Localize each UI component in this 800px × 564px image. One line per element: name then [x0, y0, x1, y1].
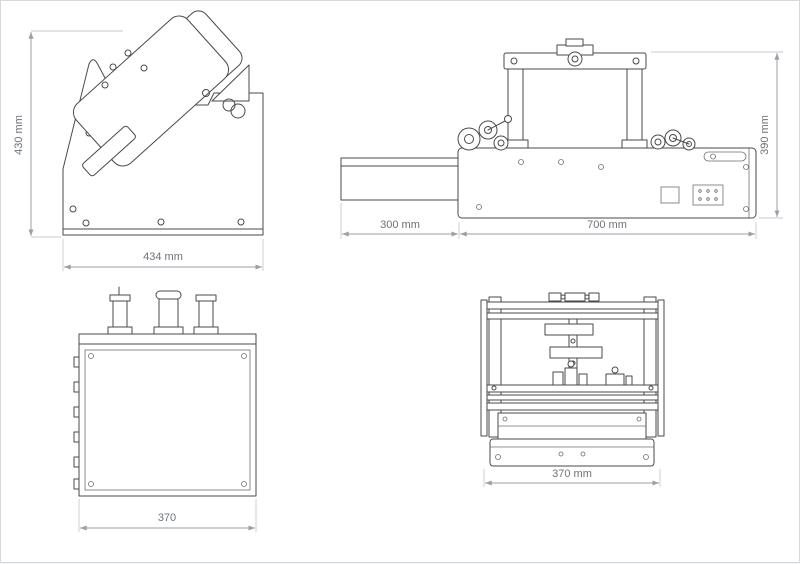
profile-view: 300 mm 700 mm 390 mm — [340, 38, 783, 239]
rear-column-right-outer — [657, 299, 665, 437]
side-height-dimension-label: 430 mm — [13, 115, 25, 155]
profile-column-left — [507, 66, 524, 149]
side-view: 430 mm 434 mm — [13, 10, 264, 271]
rear-top-bar — [486, 301, 659, 310]
profile-column-right — [626, 66, 643, 149]
rear-width-dimension-label: 370 mm — [552, 468, 592, 480]
profile-base-plate — [457, 147, 757, 219]
profile-left-dimension-label: 300 mm — [380, 219, 420, 231]
side-support-bracket — [211, 64, 250, 102]
rear-view: 370 mm — [480, 292, 665, 487]
rear-mid-rail-1 — [486, 384, 659, 393]
rear-bottom-tray — [489, 438, 655, 467]
front-width-dimension-label: 370 — [158, 512, 176, 524]
profile-height-dimension-label: 390 mm — [759, 115, 771, 155]
hopper-plate — [72, 15, 230, 167]
front-top-rail — [78, 333, 257, 345]
profile-right-dimension-label: 700 mm — [587, 219, 627, 231]
hopper-lip — [82, 125, 136, 177]
rear-column-left-outer — [480, 299, 488, 437]
front-view: 370 — [73, 286, 257, 532]
front-main-box — [78, 343, 257, 497]
side-width-dimension-label: 434 mm — [143, 251, 183, 263]
profile-feeder-box — [340, 157, 460, 201]
